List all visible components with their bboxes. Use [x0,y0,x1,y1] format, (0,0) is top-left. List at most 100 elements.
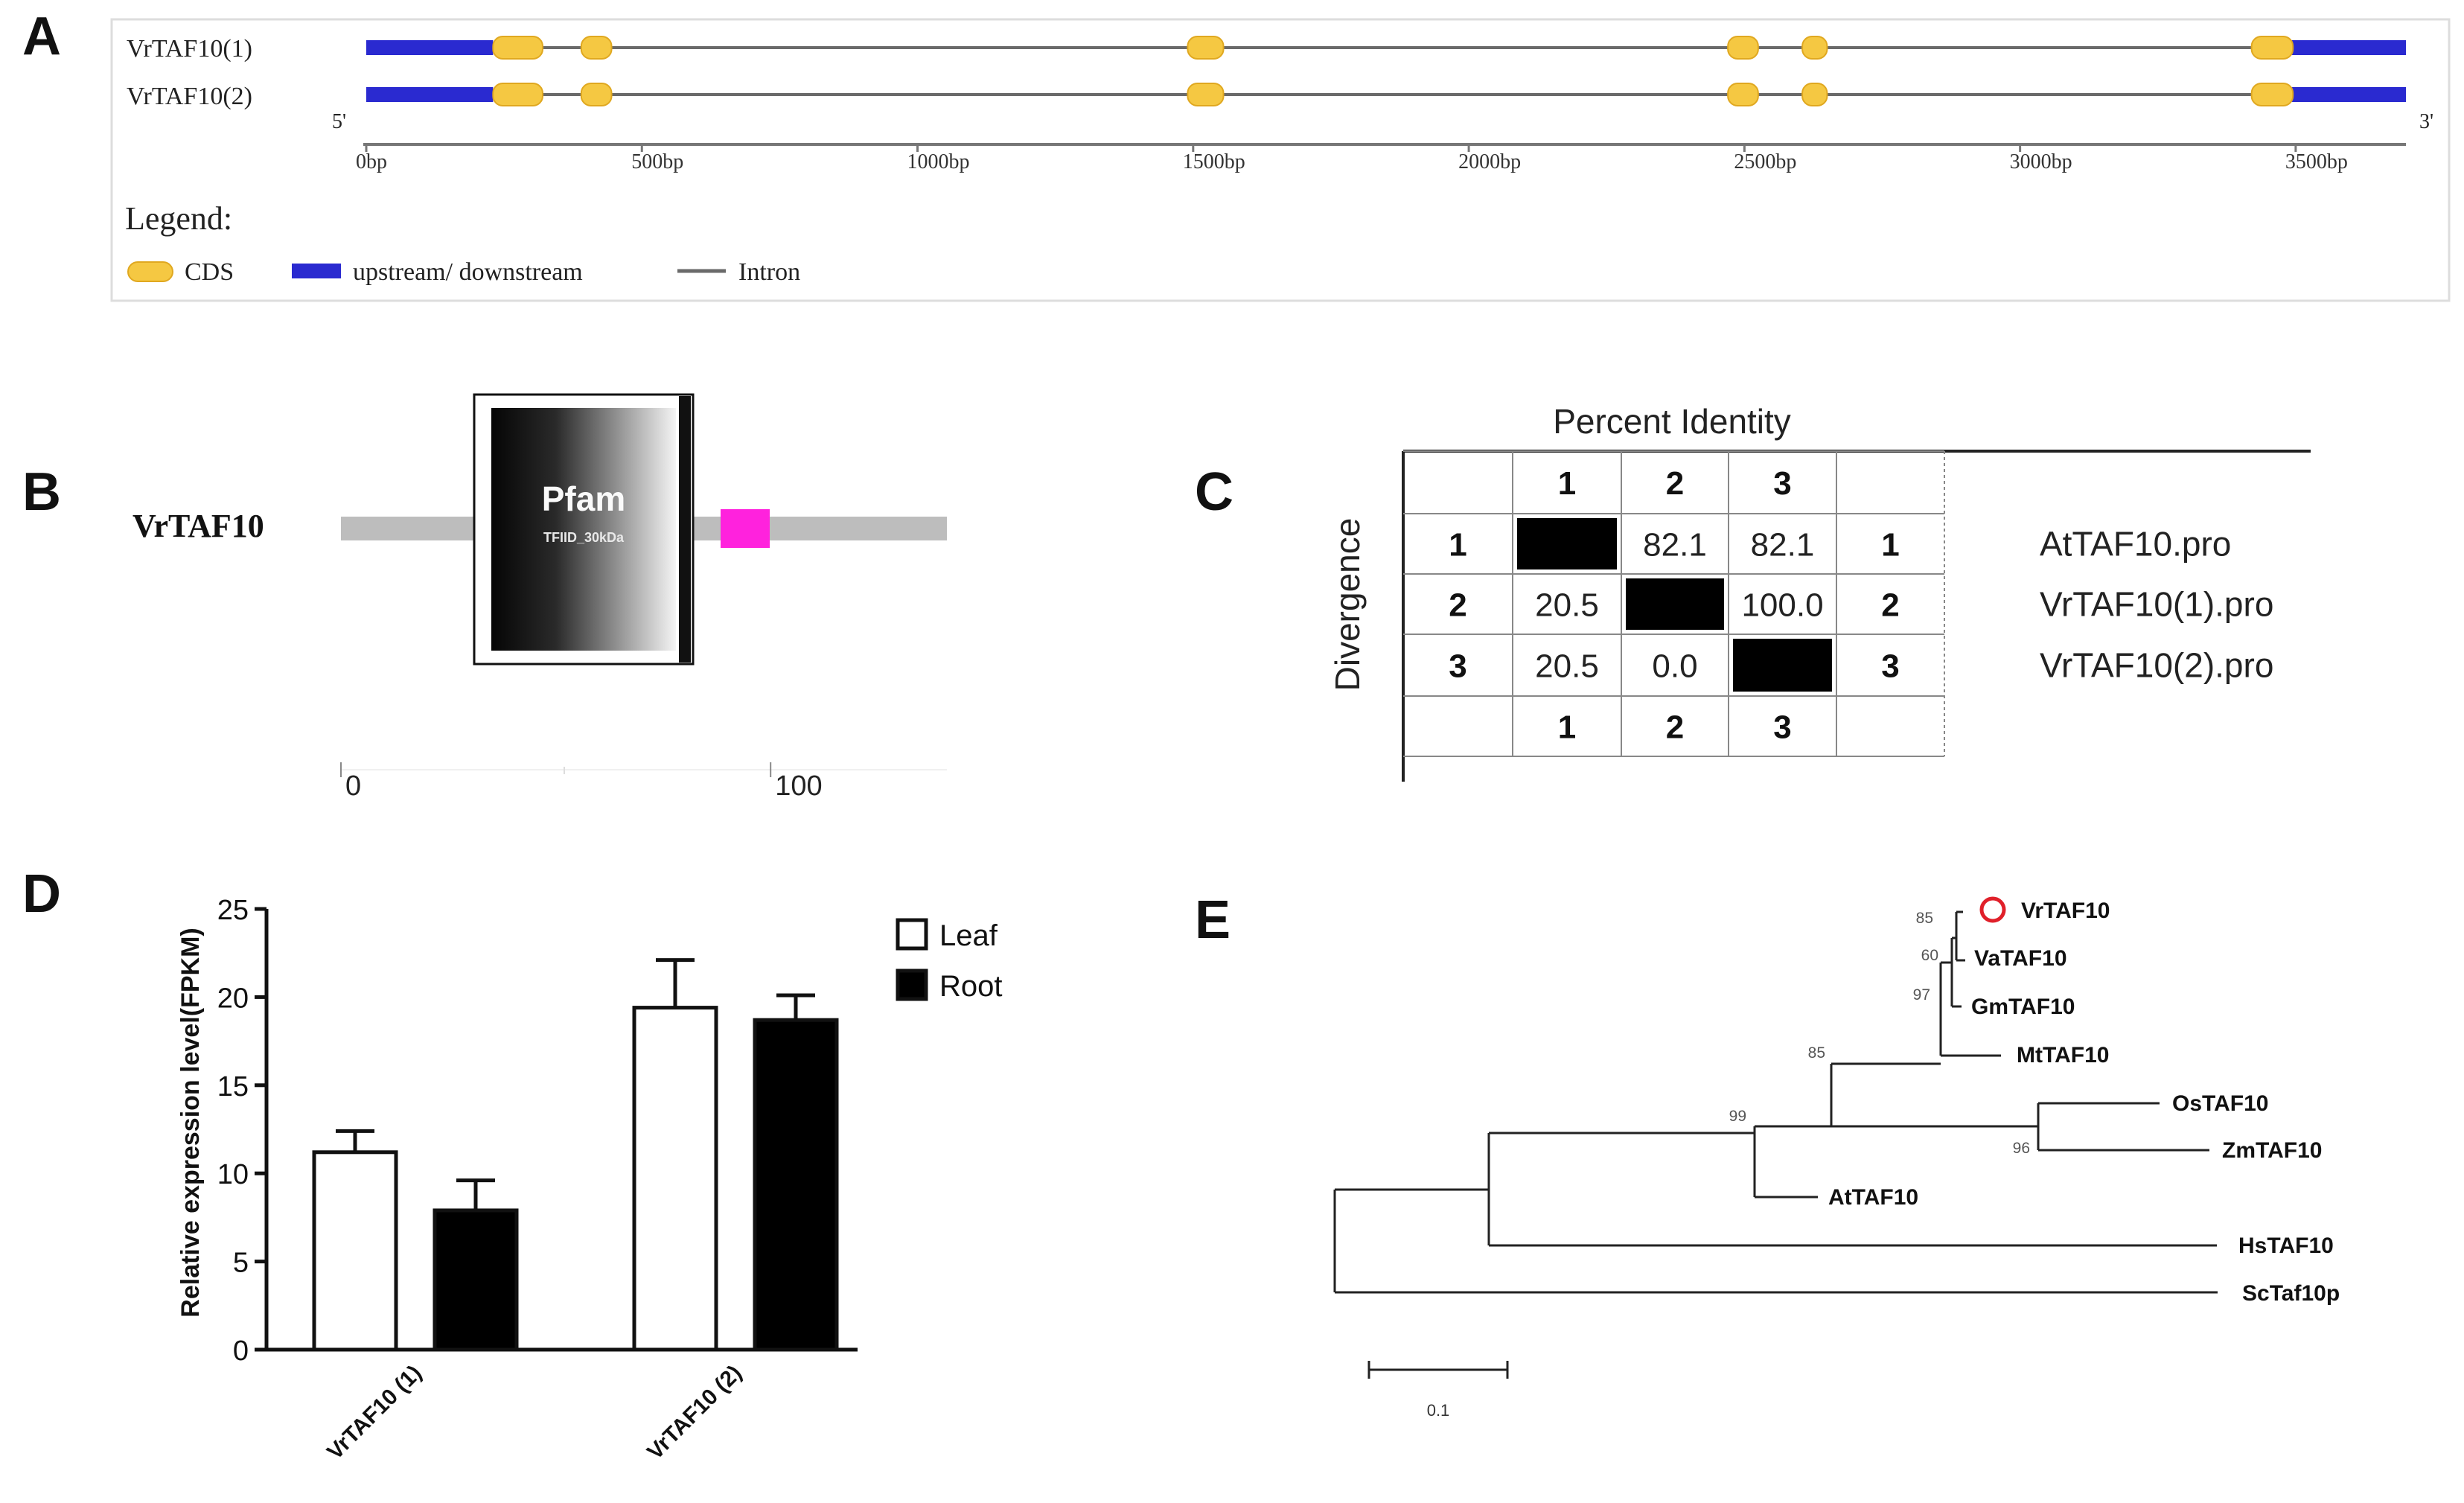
bp-tick-label: 2000bp [1458,150,1521,173]
bar-y-tick-label: 25 [217,895,249,926]
pfam-title: Pfam [542,479,625,518]
bp-tick-label: 0bp [356,150,387,173]
matrix-cell-value: 82.1 [1643,527,1707,564]
cds-exon [1727,36,1759,60]
matrix-diagonal-cell [1626,578,1724,630]
utr-segment [366,40,494,55]
gene-track-2 [366,83,2406,106]
matrix-diagonal-cell [1733,639,1832,692]
domain-scale-label: 0 [345,770,361,802]
utr-segment [2290,40,2406,55]
bootstrap-values: 85 60 97 85 99 96 [1729,910,2030,1157]
panel-letter-d: D [22,864,61,924]
matrix-diagonal-cell [1517,518,1617,569]
matrix-row-header-right: 2 [1881,587,1899,624]
gene-structure-frame [110,18,2451,302]
taxon-gmtaf10: GmTAF10 [1971,995,2075,1019]
panel-letter-a: A [22,7,61,66]
matrix-col-header: 2 [1666,465,1684,502]
taxon-ostaf10: OsTAF10 [2172,1091,2268,1116]
matrix-row-header: 3 [1449,648,1466,685]
five-prime-label: 5' [332,110,346,133]
bootstrap-85-mid: 85 [1808,1044,1825,1062]
tree-scale-label: 0.1 [1427,1401,1450,1420]
cds-exon [1727,83,1759,106]
track-label-2: VrTAF10(2) [127,83,252,110]
cds-exon [580,36,613,60]
bp-tick-label: 3000bp [2010,150,2072,173]
domain-protein-name: VrTAF10 [133,508,264,544]
bootstrap-97: 97 [1913,986,1930,1003]
legend-label-root: Root [939,970,1003,1003]
matrix-cell-value: 0.0 [1652,648,1697,685]
bar-root [433,1208,519,1352]
legend-label-leaf: Leaf [939,919,998,952]
matrix-row-header-right: 1 [1881,527,1899,564]
bar-y-tick-label: 20 [217,983,249,1014]
cds-exon [1187,36,1225,60]
taxon-mttaf10: MtTAF10 [2017,1043,2109,1068]
bp-tick-label: 2500bp [1734,150,1796,173]
legend-cds-label: CDS [185,258,234,286]
gene-tracks [366,36,2406,106]
panel-letter-b: B [22,462,61,522]
panel-letter-c: C [1195,462,1233,522]
utr-segment [366,87,494,102]
pfam-right-edge [679,396,691,663]
matrix-row-header: 1 [1449,527,1466,564]
taxon-hstaf10: HsTAF10 [2238,1234,2334,1258]
bp-tick-label: 500bp [631,150,683,173]
matrix-row-name: VrTAF10(1).pro [2040,585,2273,624]
cds-exon [1801,83,1828,106]
tree-branches [1333,910,2218,1294]
matrix-row-name: AtTAF10.pro [2040,525,2231,564]
domain-scale-label: 100 [775,770,822,802]
bar-y-tick-label: 5 [233,1248,249,1279]
pink-motif [721,509,770,548]
bp-tick-label: 1000bp [907,150,970,173]
matrix-cell-value: 82.1 [1751,527,1815,564]
matrix-col-footer: 3 [1773,709,1791,746]
bar-y-axis-label: Relative expression level(FPKM) [176,928,205,1317]
matrix-side-label: Divergence [1328,518,1367,692]
matrix-cell-value: 100.0 [1741,587,1823,624]
taxon-vrtaf10: VrTAF10 [2021,899,2110,923]
taxon-vataf10: VaTAF10 [1974,946,2067,971]
domain-scale-ticks: 0 100 [340,762,823,802]
bootstrap-99: 99 [1729,1108,1746,1125]
matrix-col-footer: 2 [1666,709,1684,746]
matrix-row-header: 2 [1449,587,1466,624]
domain-panel: VrTAF10 Pfam TFIID_30kDa 0 100 [133,393,947,802]
gene-track-1 [366,36,2406,60]
cds-exon [2250,83,2294,106]
bootstrap-96: 96 [2013,1140,2030,1157]
bar-root [753,1018,839,1352]
legend-title: Legend: [125,200,232,237]
vrtaf10-marker-circle [1979,896,2006,923]
bar-y-tick-label: 15 [217,1071,249,1102]
bootstrap-60: 60 [1921,947,1938,964]
legend-cds-swatch [127,261,173,282]
legend-intron-label: Intron [738,258,800,286]
bar-leaf [632,1006,718,1352]
pfam-subtitle: TFIID_30kDa [543,530,625,545]
matrix-title: Percent Identity [1553,402,1791,441]
pfam-gradient-fill [491,408,676,651]
matrix-cell-value: 20.5 [1535,587,1599,624]
bar-chart-marks [312,958,839,1352]
bootstrap-85-top: 85 [1916,910,1933,927]
legend-swatch-leaf [896,918,928,951]
matrix-col-header: 3 [1773,465,1791,502]
cds-exon [492,36,543,60]
matrix-row-header-right: 3 [1881,648,1899,685]
matrix-col-footer: 1 [1558,709,1576,746]
cds-exon [1187,83,1225,106]
cds-exon [2250,36,2294,60]
